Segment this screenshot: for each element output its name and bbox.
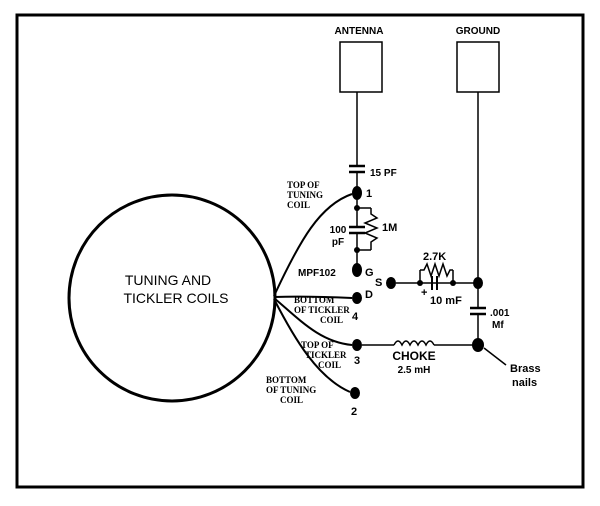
bottom-tuning-coil-label: BOTTOM OF TUNING COIL [266, 375, 316, 405]
cap-10mf-label: 10 mF [430, 295, 462, 307]
coils-label-2: TICKLER COILS [123, 290, 228, 306]
svg-text:BOTTOM: BOTTOM [294, 295, 335, 305]
res-2-7k-label: 2.7K [423, 251, 446, 263]
svg-text:TOP OF: TOP OF [301, 340, 334, 350]
res-1m-label: 1M [382, 222, 397, 234]
svg-text:COIL: COIL [287, 200, 310, 210]
top-tuning-coil-label: TOP OF TUNING COIL [287, 180, 323, 210]
ground-label: GROUND [456, 26, 500, 37]
svg-text:TUNING: TUNING [287, 190, 323, 200]
coils-label-1: TUNING AND [125, 272, 211, 288]
choke-coil: CHOKE 2.5 mH [362, 340, 474, 376]
antenna-label: ANTENNA [335, 26, 384, 37]
node-3 [352, 339, 362, 351]
cap-plus-sign: + [421, 287, 427, 299]
svg-text:COIL: COIL [318, 360, 341, 370]
ground-rail: .001 Mf [470, 92, 510, 340]
svg-text:TICKLER: TICKLER [305, 350, 347, 360]
tuning-tickler-coils: TUNING AND TICKLER COILS [67, 193, 277, 403]
coil-leads [273, 193, 353, 393]
choke-value: 2.5 mH [398, 365, 431, 376]
svg-text:COIL: COIL [320, 315, 343, 325]
top-tickler-coil-label: TOP OF TICKLER COIL [301, 340, 347, 370]
cap-15pf-label: 15 PF [370, 168, 397, 179]
source-network: 2.7K + 10 mF [396, 251, 477, 307]
choke-label: CHOKE [392, 349, 435, 363]
antenna-terminal: ANTENNA [335, 26, 384, 93]
brass-nail-node [472, 338, 484, 352]
node-source [386, 277, 396, 289]
pin-g-label: G [365, 267, 374, 279]
ground-terminal: GROUND [456, 26, 500, 93]
bottom-tickler-coil-label: BOTTOM OF TICKLER COIL 4 [294, 295, 359, 325]
svg-text:COIL: COIL [280, 395, 303, 405]
pin-2-label: 2 [351, 406, 357, 418]
pin-3-label: 3 [354, 355, 360, 367]
board-outline [15, 13, 585, 489]
svg-text:BOTTOM: BOTTOM [266, 375, 307, 385]
pin-1-label: 1 [366, 188, 372, 200]
pin-s-label: S [375, 277, 382, 289]
svg-text:TOP OF: TOP OF [287, 180, 320, 190]
pin-d-label: D [365, 289, 373, 301]
gate-network: 100 pF 1M [330, 200, 397, 265]
node-1 [352, 186, 362, 200]
cap-001-unit: Mf [492, 320, 504, 331]
node-2 [350, 387, 360, 399]
node-drain [352, 292, 362, 304]
node-gate [352, 263, 362, 277]
capacitor-15pf: 15 PF [349, 92, 397, 190]
brass-nail-pointer [483, 347, 507, 366]
cap-100pf-value: 100 [330, 225, 347, 236]
mpf102-label: MPF102 [298, 268, 336, 279]
cap-001-value: .001 [490, 308, 510, 319]
svg-text:OF TICKLER: OF TICKLER [294, 305, 350, 315]
svg-text:OF TUNING: OF TUNING [266, 385, 316, 395]
brass-label-2: nails [512, 377, 537, 389]
pin-4-label: 4 [352, 311, 359, 323]
cap-100pf-unit: pF [332, 237, 344, 248]
brass-label-1: Brass [510, 363, 541, 375]
